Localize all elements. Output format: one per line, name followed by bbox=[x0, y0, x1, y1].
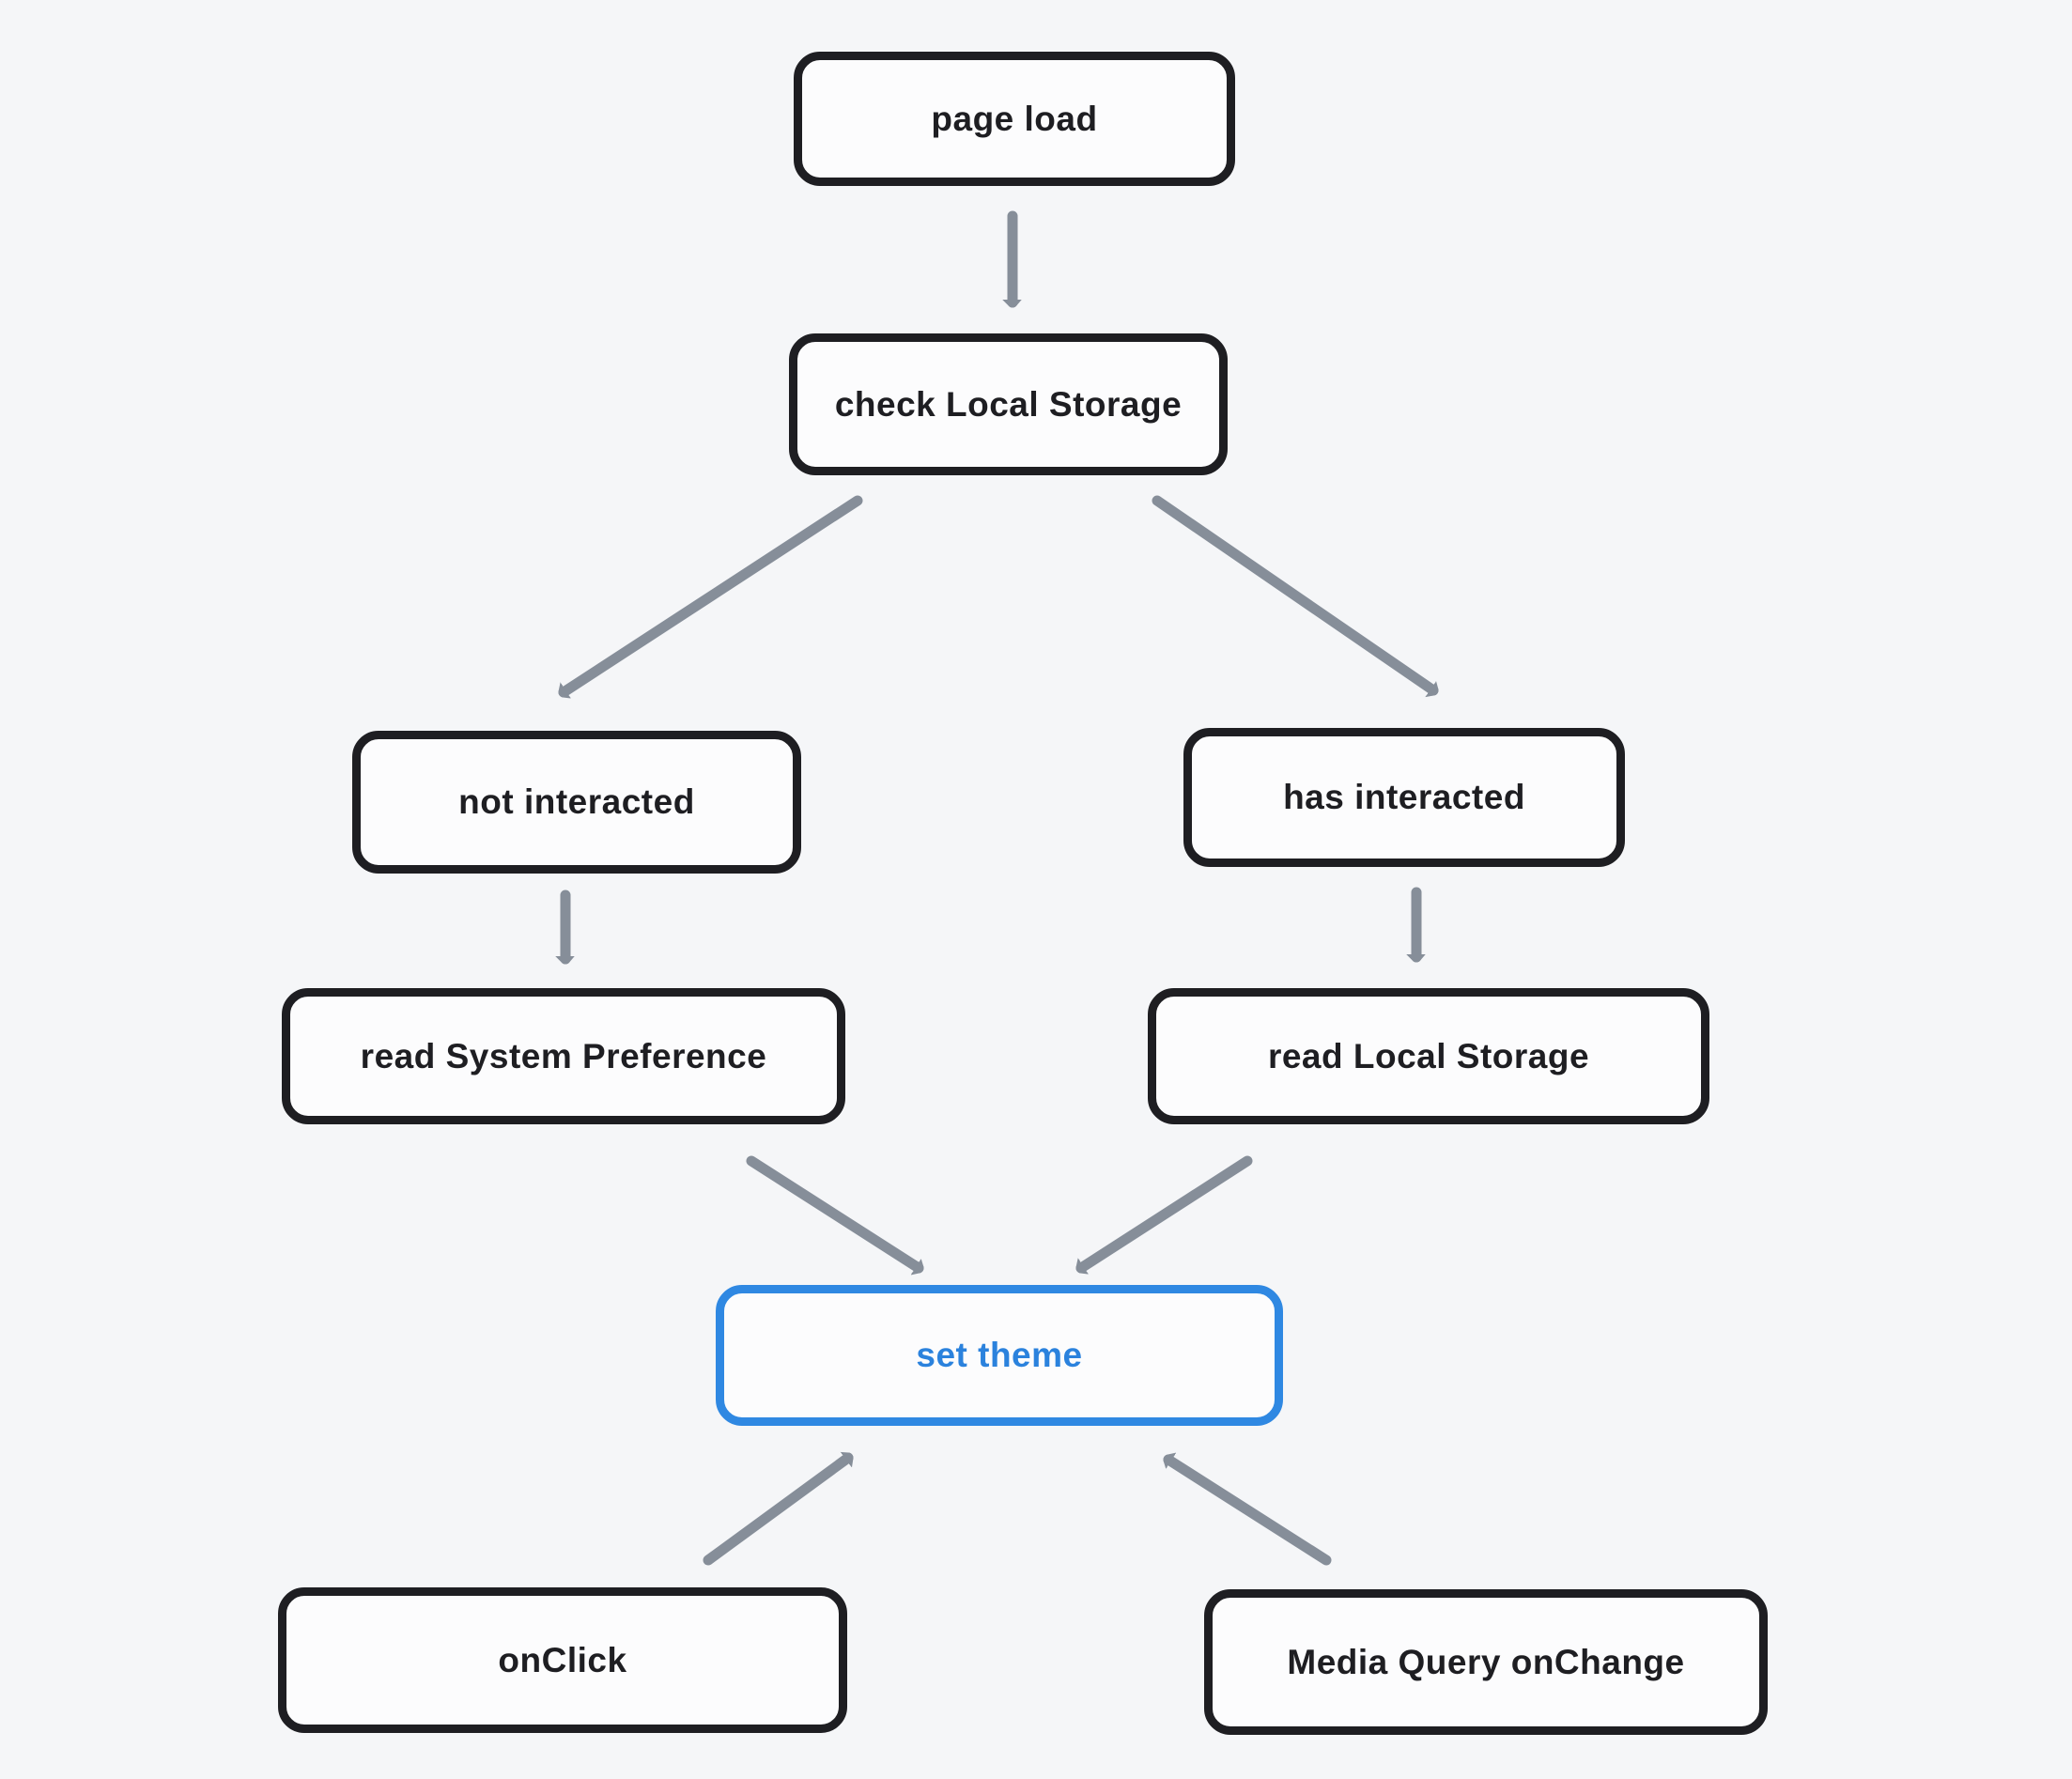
node-read-system-preference: read System Preference bbox=[282, 988, 845, 1124]
arrow-read-local-storage-to-set-theme bbox=[1075, 1155, 1253, 1268]
node-set-theme-label: set theme bbox=[916, 1336, 1083, 1374]
node-media-query-onchange-label: Media Query onChange bbox=[1287, 1642, 1685, 1681]
arrow-read-system-preference-to-set-theme bbox=[746, 1155, 919, 1268]
node-onclick-label: onClick bbox=[498, 1640, 627, 1679]
arrow-onclick-to-set-theme bbox=[703, 1458, 854, 1566]
node-page-load: page load bbox=[794, 52, 1235, 186]
node-check-local-storage: check Local Storage bbox=[789, 333, 1228, 475]
node-read-system-preference-label: read System Preference bbox=[360, 1036, 767, 1075]
node-not-interacted-label: not interacted bbox=[458, 782, 695, 821]
node-has-interacted-label: has interacted bbox=[1283, 778, 1525, 816]
node-page-load-label: page load bbox=[931, 99, 1098, 138]
arrow-check-local-storage-to-has-interacted bbox=[1152, 495, 1439, 690]
node-read-local-storage-label: read Local Storage bbox=[1267, 1036, 1590, 1075]
node-check-local-storage-label: check Local Storage bbox=[834, 384, 1183, 424]
node-onclick: onClick bbox=[278, 1587, 847, 1733]
node-set-theme: set theme bbox=[716, 1285, 1283, 1426]
arrow-check-local-storage-to-not-interacted bbox=[558, 495, 863, 692]
arrow-media-query-onchange-to-set-theme bbox=[1163, 1460, 1332, 1566]
node-media-query-onchange: Media Query onChange bbox=[1204, 1589, 1768, 1735]
node-read-local-storage: read Local Storage bbox=[1148, 988, 1709, 1124]
node-not-interacted: not interacted bbox=[352, 731, 801, 874]
node-has-interacted: has interacted bbox=[1183, 728, 1625, 867]
